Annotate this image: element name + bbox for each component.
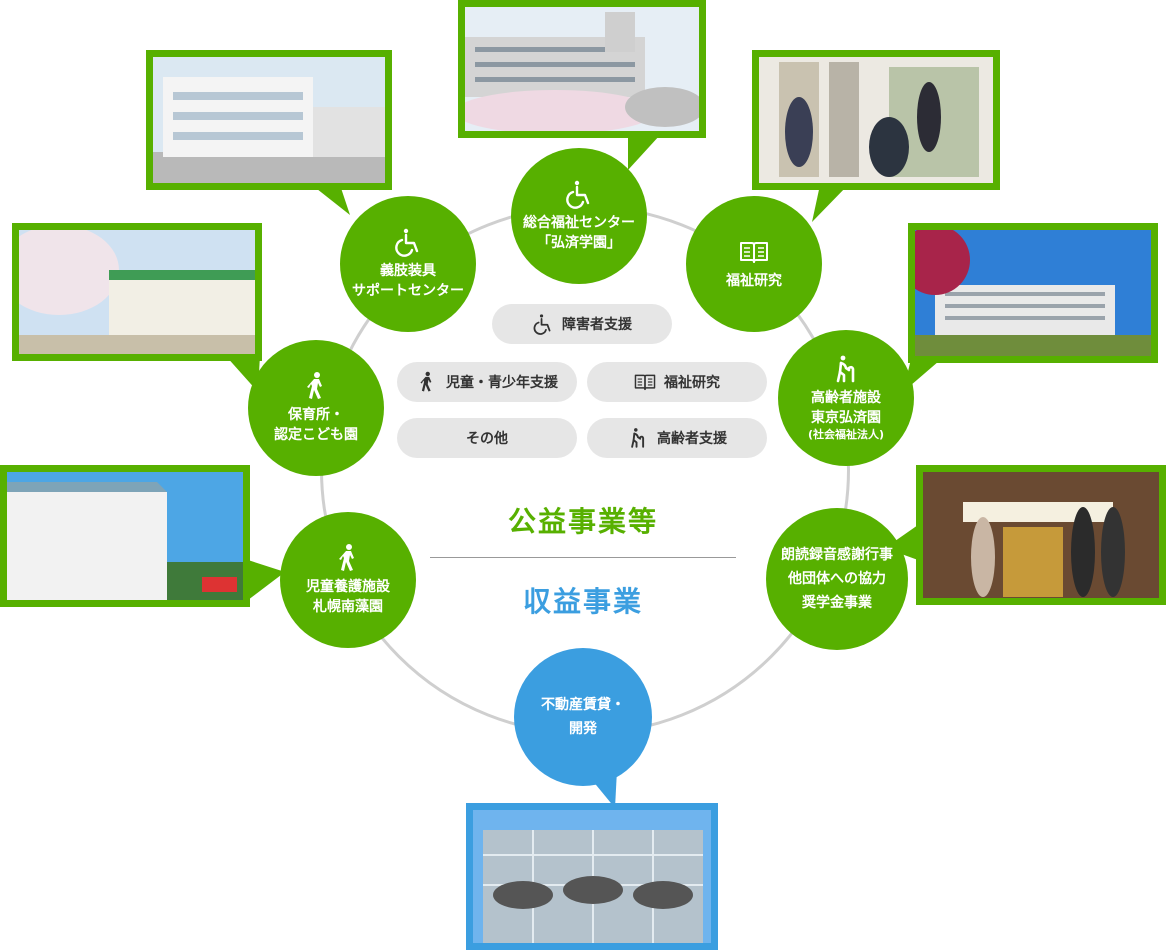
wheelchair-icon	[566, 180, 590, 209]
profit-business-title: 収益事業	[522, 585, 643, 618]
node-label: 認定こども園	[274, 427, 358, 443]
node-label: 保育所・	[288, 407, 344, 423]
nursery-photo	[12, 223, 262, 361]
real-estate-photo	[466, 803, 718, 950]
pill-disability[interactable]: 障害者支援	[492, 304, 672, 344]
elderly-cane-icon	[836, 355, 855, 383]
node-label: 奨学金事業	[802, 595, 872, 611]
pill-label: 障害者支援	[562, 317, 632, 333]
node-label: 児童養護施設	[306, 579, 390, 595]
node-label: 「弘済学園」	[537, 235, 621, 251]
node-label: 義肢装具	[380, 263, 436, 279]
prosthetics-photo	[146, 50, 392, 190]
pill-label: その他	[466, 431, 508, 447]
research-photo	[752, 50, 1000, 190]
pill-research[interactable]: 福祉研究	[587, 362, 767, 402]
node-child-home[interactable]: 児童養護施設 札幌南藻園	[280, 512, 416, 648]
node-elderly[interactable]: 高齢者施設 東京弘済園 (社会福祉法人)	[778, 330, 914, 466]
elderly-photo	[908, 223, 1158, 363]
node-welfare-center[interactable]: 総合福祉センター 「弘済学園」	[511, 148, 647, 284]
wheelchair-icon	[395, 228, 419, 257]
pill-child[interactable]: 児童・青少年支援	[397, 362, 577, 402]
node-label: 総合福祉センター	[523, 215, 635, 231]
child-walk-icon	[339, 544, 354, 571]
elderly-cane-icon	[631, 428, 645, 448]
node-reading[interactable]: 朗読録音感謝行事 他団体への協力 奨学金事業	[766, 508, 908, 650]
node-prosthetics[interactable]: 義肢装具 サポートセンター	[340, 196, 476, 332]
tail-welfare-center	[628, 135, 660, 170]
node-label: 不動産賃貸・	[541, 697, 625, 713]
child-home-photo	[0, 465, 250, 607]
node-nursery[interactable]: 保育所・ 認定こども園	[248, 340, 384, 476]
node-sublabel: (社会福祉法人)	[807, 428, 885, 441]
pill-elderly[interactable]: 高齢者支援	[587, 418, 767, 458]
pill-label: 高齢者支援	[657, 431, 727, 447]
reading-event-photo	[916, 465, 1166, 605]
node-label: 東京弘済園	[811, 410, 881, 426]
node-label: 他団体への協力	[788, 571, 886, 587]
node-label: 福祉研究	[726, 273, 782, 289]
book-icon	[740, 242, 768, 263]
tail-research	[812, 185, 848, 222]
child-walk-icon	[420, 371, 432, 392]
node-label: 札幌南藻園	[313, 599, 383, 615]
node-label: 朗読録音感謝行事	[781, 547, 893, 563]
divider	[430, 557, 736, 558]
node-label: 高齢者施設	[811, 390, 881, 406]
pill-label: 福祉研究	[664, 375, 720, 391]
welfare-center-photo	[458, 0, 706, 138]
node-real-estate[interactable]: 不動産賃貸・ 開発	[514, 648, 652, 786]
node-label: サポートセンター	[352, 283, 464, 299]
book-icon	[634, 374, 656, 391]
wheelchair-icon	[533, 314, 551, 335]
node-label: 開発	[569, 721, 597, 737]
node-research[interactable]: 福祉研究	[686, 196, 822, 332]
child-walk-icon	[307, 372, 322, 399]
pill-other[interactable]: その他	[397, 418, 577, 458]
public-business-title: 公益事業等	[507, 505, 658, 538]
pill-label: 児童・青少年支援	[446, 375, 558, 391]
